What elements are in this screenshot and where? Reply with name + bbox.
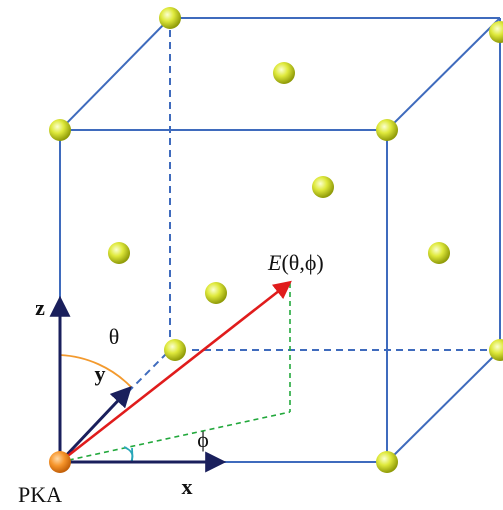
atom-back-bottom-right [489,339,503,361]
projection-lines [59,283,291,463]
coordinate-axes [49,295,227,473]
atom-front-top-right [376,119,398,141]
hidden-edge-bottom-left-depth [127,349,171,393]
theta-label: θ [109,324,120,349]
atom-face-bottom [205,282,227,304]
cube-hidden-edges [127,18,500,393]
recoil-vector [59,280,292,464]
phi-label: ϕ [197,427,209,452]
atom-face-front [312,176,334,198]
energy-label: E(θ,ϕ) [267,250,324,275]
edge-top-left-depth [59,17,171,131]
atom-face-left [108,242,130,264]
atom-front-top-left [49,119,71,141]
pka-label: PKA [18,482,62,507]
edge-bottom-right-depth [386,349,501,463]
atom-front-bottom-right [376,451,398,473]
projection-on-xy-plane [59,411,291,463]
y-axis [58,385,132,464]
energy-symbol: E [267,250,282,275]
theta-arc [59,354,132,388]
y-axis-label: y [95,361,106,386]
pka-atom-icon [49,451,71,473]
z-axis-label: z [35,295,45,320]
atom-face-right [428,242,450,264]
cube-edges [59,17,501,463]
atom-back-bottom-left [164,339,186,361]
atom-face-top [273,62,295,84]
energy-args: (θ,ϕ) [281,250,323,275]
edge-top-right-depth [386,17,501,131]
lattice-atoms [49,7,503,473]
atom-back-top-right [489,21,503,43]
phi-arc-outer [123,446,134,463]
atom-back-top-left [159,7,181,29]
x-axis-label: x [182,474,193,499]
